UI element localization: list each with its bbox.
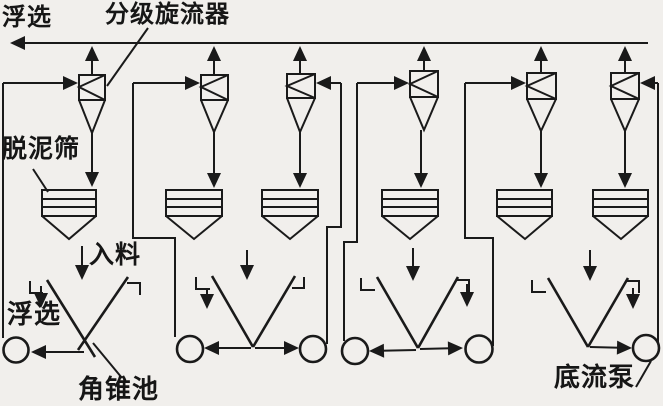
desliming-screen-3 bbox=[261, 189, 319, 241]
hydrocyclone-3 bbox=[284, 73, 316, 135]
underflow-pump-1 bbox=[2, 336, 30, 364]
flotation-label-top: 浮选 bbox=[2, 3, 52, 31]
pool-label-leader bbox=[92, 342, 123, 379]
pool-feed-arrows bbox=[75, 246, 597, 281]
desliming-screen-6 bbox=[592, 189, 649, 241]
pump-pipe-4 bbox=[343, 83, 358, 341]
cone-pool-4 bbox=[531, 277, 640, 355]
classifying-cyclone-label: 分级旋流器 bbox=[105, 0, 230, 28]
pump-pipe-3 bbox=[326, 83, 342, 344]
cone-pool-1 bbox=[29, 276, 141, 359]
pump-pipe-2 bbox=[132, 83, 176, 337]
cone-pool-3 bbox=[360, 276, 474, 358]
hydrocyclone-1 bbox=[76, 74, 106, 136]
pump-pipe-5 bbox=[464, 83, 494, 346]
flotation-label-left: 浮选 bbox=[7, 300, 62, 330]
underflow-pump-6 bbox=[631, 333, 661, 363]
underflow-pump-5 bbox=[464, 334, 494, 364]
desliming-screen-1 bbox=[41, 189, 97, 241]
underflow-pump-2 bbox=[175, 334, 205, 364]
underflow-pump-label: 底流泵 bbox=[554, 363, 636, 393]
underflow-pump-3 bbox=[298, 334, 328, 364]
feed-label: 入料 bbox=[89, 240, 142, 269]
desliming-screen-2 bbox=[165, 189, 223, 241]
underflow-pump-4 bbox=[340, 336, 370, 366]
desliming-screen-4 bbox=[381, 189, 439, 241]
screen-label-leader bbox=[32, 168, 49, 193]
desliming-screen-label: 脱泥筛 bbox=[2, 134, 81, 163]
corner-cone-pool-label: 角锥池 bbox=[78, 375, 160, 405]
hydrocyclone-5 bbox=[524, 72, 557, 134]
hydrocyclone-4 bbox=[407, 70, 439, 133]
cyclone-underflow-arrows bbox=[85, 130, 632, 188]
hydrocyclone-2 bbox=[198, 74, 229, 135]
pump-label-leader bbox=[635, 360, 652, 388]
cone-pool-2 bbox=[195, 275, 305, 355]
cyclone-label-leader bbox=[106, 27, 149, 87]
hydrocyclone-6 bbox=[608, 72, 640, 134]
cyclone-overflow-arrows bbox=[85, 46, 632, 75]
desliming-screen-5 bbox=[496, 189, 553, 241]
